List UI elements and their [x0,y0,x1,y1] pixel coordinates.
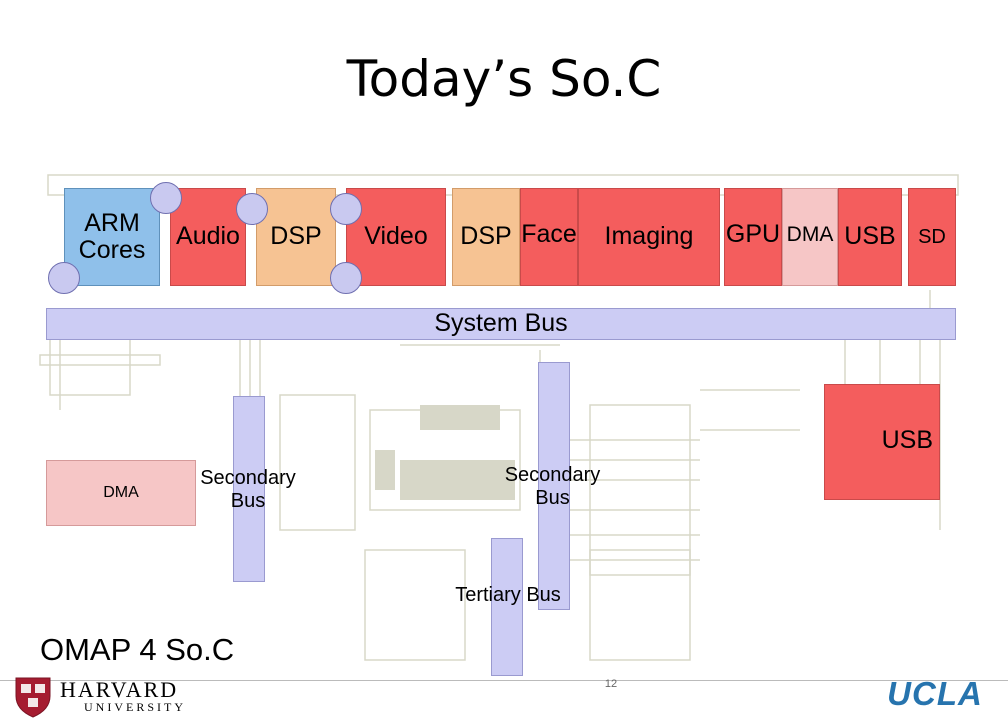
video-block: Video [346,188,446,286]
footer-divider [0,680,1008,681]
secondary-bus-left-label: Secondary Bus [200,467,296,512]
usb-block-top: USB [838,188,902,286]
audio-block: Audio [170,188,246,286]
dsp-block-2: DSP [452,188,520,286]
page-number: 12 [604,678,618,690]
usb-block-lower: USB [824,384,940,500]
connector-circle-5 [48,262,80,294]
dma-block-lower: DMA [46,460,196,526]
tertiary-bus-label: Tertiary Bus [455,584,561,606]
secondary-bus-right-label: Secondary Bus [504,464,601,509]
soc-name: OMAP 4 So.C [40,632,235,667]
gpu-block: GPU [724,188,782,286]
arm-cores-block: ARM Cores [64,188,160,286]
slide-title: Today’s So.C [346,50,662,108]
face-block: Face [520,188,578,286]
secondary-bus-right [538,362,570,610]
connector-circle-4 [330,262,362,294]
dma-block-top: DMA [782,188,838,286]
harvard-shield-icon [15,677,51,718]
connector-circle-1 [150,182,182,214]
connector-circle-2 [236,193,268,225]
harvard-wordmark: HARVARD [60,677,179,702]
tertiary-bus [491,538,523,676]
sd-block: SD [908,188,956,286]
imaging-block: Imaging [578,188,720,286]
secondary-bus-left [233,396,265,582]
dsp-block-1: DSP [256,188,336,286]
harvard-subtext: UNIVERSITY [84,700,186,714]
connector-circle-3 [330,193,362,225]
system-bus: System Bus [46,308,956,340]
ucla-logo: UCLA [887,675,983,712]
